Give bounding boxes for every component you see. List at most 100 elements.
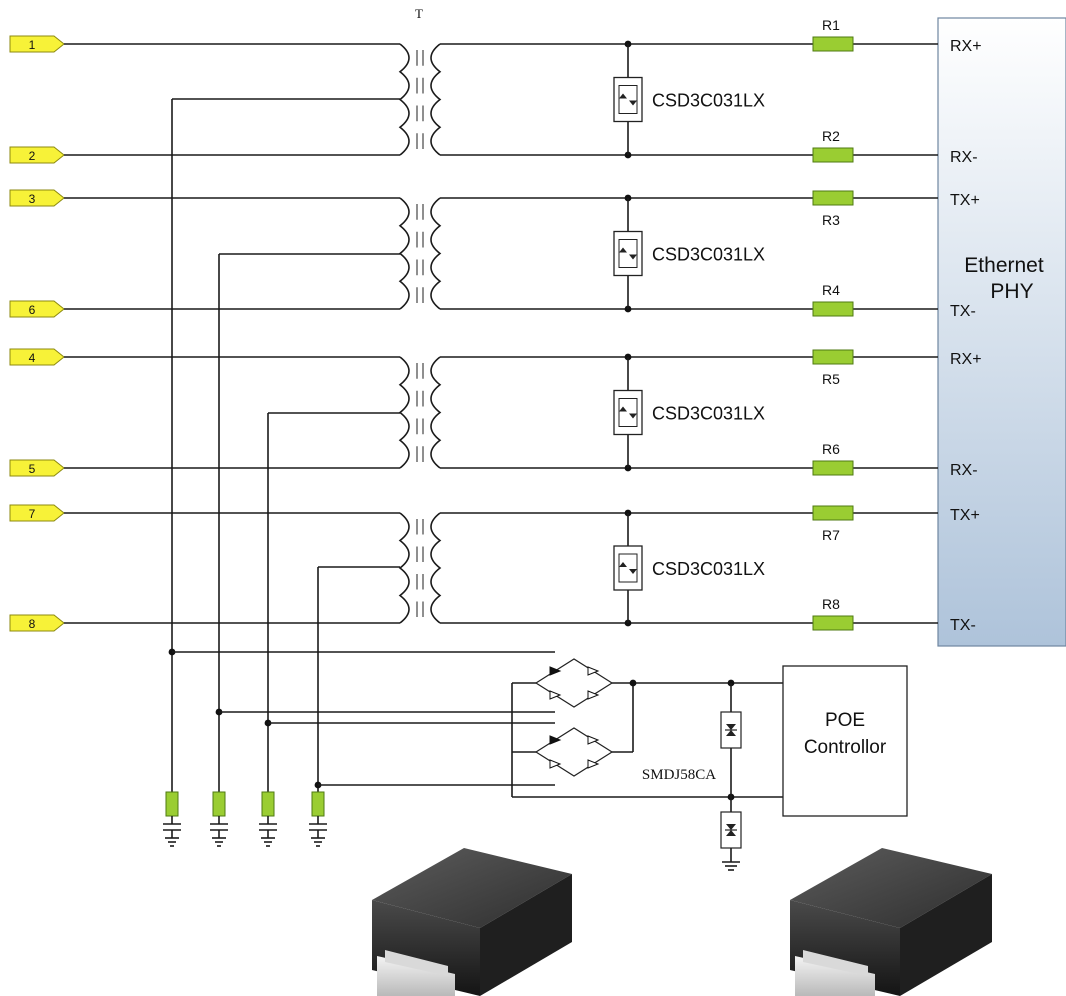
resistor-R8 — [812, 615, 854, 631]
pin-shape — [9, 614, 65, 632]
pin-label: 6 — [29, 303, 36, 317]
secondary-winding — [430, 512, 442, 624]
tvs-part-label: CSD3C031LX — [652, 91, 765, 111]
connector-pin-2: 2 — [9, 146, 65, 164]
primary-winding — [398, 512, 410, 624]
bridge-rectifier-1 — [534, 658, 614, 708]
resistor-R6 — [812, 460, 854, 476]
bridge-outline — [534, 658, 614, 708]
phy-pin-label: TX- — [950, 303, 976, 320]
bridge-diode — [549, 666, 562, 676]
pin-label: 3 — [29, 192, 36, 206]
resistor-label: R8 — [822, 596, 840, 612]
resistor-label: R3 — [822, 212, 840, 228]
transformer-2 — [398, 197, 442, 310]
filter-resistor — [311, 791, 325, 817]
resistor-R4 — [812, 301, 854, 317]
transformer-1 — [398, 43, 442, 156]
pin-label: 8 — [29, 617, 36, 631]
primary-winding — [398, 43, 410, 156]
poe-label-line2: Controllor — [804, 737, 887, 758]
connector-pin-8: 8 — [9, 614, 65, 632]
tvs-part-label: CSD3C031LX — [652, 245, 765, 265]
primary-winding — [398, 197, 410, 310]
resistor-label: R7 — [822, 527, 840, 543]
phy-pin-label: RX+ — [950, 351, 982, 368]
filter-resistor — [261, 791, 275, 817]
pin-shape — [9, 459, 65, 477]
connector-pin-5: 4 — [9, 348, 65, 366]
filter-resistor — [165, 791, 179, 817]
secondary-winding — [430, 43, 442, 156]
connector-pin-7: 7 — [9, 504, 65, 522]
pin-shape — [9, 348, 65, 366]
transformer-label: T — [415, 6, 423, 21]
resistor-label: R1 — [822, 17, 840, 33]
schematic-elements: 12364578R1RX+R2RX-R3TX+R4TX-R5RX+R6RX-R7… — [9, 17, 982, 871]
pin-shape — [9, 504, 65, 522]
poe-box — [782, 665, 908, 817]
pin-label: 4 — [29, 351, 36, 365]
tvs-body — [613, 389, 643, 436]
poe-label-line1: POE — [825, 710, 865, 731]
ethernet-phy-block: Ethernet PHY — [937, 17, 1066, 647]
resistor-R1 — [812, 36, 854, 52]
resistor-R2 — [812, 147, 854, 163]
phy-pin-label: RX- — [950, 149, 978, 166]
bridge-diode — [587, 735, 600, 745]
tvs-diode-csd3c031lx — [613, 76, 643, 123]
connector-pin-3: 3 — [9, 189, 65, 207]
pin-label: 5 — [29, 462, 36, 476]
connector-pin-1: 1 — [9, 35, 65, 53]
tap-filter-2 — [210, 791, 228, 847]
bridge-diode — [549, 759, 562, 769]
tvs-smdj58ca-2 — [720, 811, 742, 849]
bridge-diode — [549, 690, 562, 700]
primary-winding — [398, 356, 410, 469]
bridge-rectifier-2 — [534, 727, 614, 777]
tvs-glyph — [619, 406, 637, 419]
smd-package-right — [790, 848, 992, 996]
smd-package-left — [372, 848, 572, 996]
resistor-R3 — [812, 190, 854, 206]
resistor-label: R5 — [822, 371, 840, 387]
connector-pin-6: 5 — [9, 459, 65, 477]
tvs-diode-csd3c031lx — [613, 389, 643, 436]
bridge-outline — [534, 727, 614, 777]
tvs-part-label: CSD3C031LX — [652, 404, 765, 424]
pin-label: 1 — [29, 38, 36, 52]
phy-title-line1: Ethernet — [964, 254, 1044, 277]
connector-pin-4: 6 — [9, 300, 65, 318]
tvs-inner — [618, 553, 638, 583]
phy-pin-label: TX- — [950, 617, 976, 634]
tvs-diode-csd3c031lx — [613, 230, 643, 277]
tvs-inner — [618, 85, 638, 114]
bridge-diode — [587, 759, 600, 769]
tvs-diode-csd3c031lx — [613, 545, 643, 591]
resistor-label: R2 — [822, 128, 840, 144]
tvs-glyph — [619, 562, 637, 574]
pin-label: 2 — [29, 149, 36, 163]
phy-pin-label: TX+ — [950, 507, 980, 524]
pin-label: 7 — [29, 507, 36, 521]
bridge-diode — [549, 735, 562, 745]
pin-shape — [9, 146, 65, 164]
secondary-winding — [430, 356, 442, 469]
resistor-R7 — [812, 505, 854, 521]
phy-pin-label: RX+ — [950, 38, 982, 55]
tvs-smd-part-label: SMDJ58CA — [642, 767, 716, 783]
poe-controller-block: POE Controllor — [782, 665, 908, 817]
transformer-3 — [398, 356, 442, 469]
bridge-diode — [587, 690, 600, 700]
pin-shape — [9, 300, 65, 318]
filter-resistor — [212, 791, 226, 817]
bridge-diode — [587, 666, 600, 676]
phy-title-line2: PHY — [990, 280, 1033, 303]
resistor-R5 — [812, 349, 854, 365]
pin-shape — [9, 35, 65, 53]
tvs-glyph — [619, 247, 637, 260]
tvs-smdj58ca-1 — [720, 711, 742, 749]
tvs-inner — [618, 239, 638, 268]
tvs-glyph — [619, 93, 637, 106]
